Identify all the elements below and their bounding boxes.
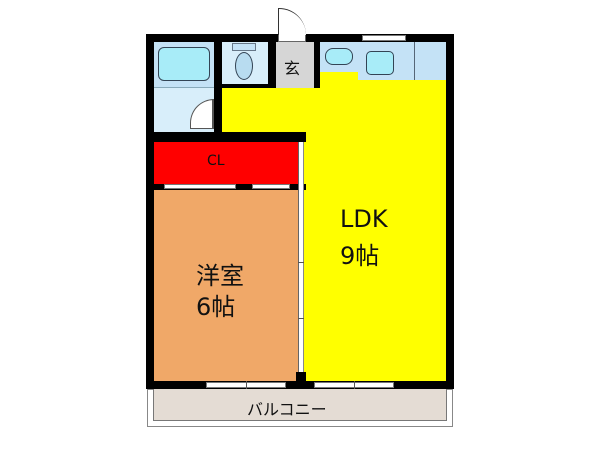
partition-divider (298, 318, 304, 319)
partition-sliding-door[interactable] (298, 142, 304, 372)
window-mullion (246, 381, 247, 389)
western-room (154, 190, 298, 381)
wall-entrance-right (314, 42, 320, 88)
western-room-label: 洋室 (196, 262, 244, 290)
balcony-label: バルコニー (247, 400, 327, 419)
wall-partition-bottom (296, 372, 306, 384)
closet-label: CL (207, 153, 225, 169)
toilet-bowl-icon (235, 52, 253, 80)
wall-wash-ldk (214, 96, 222, 136)
ldk-top-fill-2 (358, 80, 446, 88)
front-door-icon[interactable] (278, 8, 306, 35)
wall-toilet-bottom (214, 84, 276, 90)
kitchen-counter-lower (358, 72, 446, 80)
ldk-label: LDK (340, 205, 388, 233)
outer-wall-left (146, 34, 154, 389)
western-room-size: 6帖 (196, 293, 236, 321)
window-mullion (354, 381, 355, 389)
bathtub-icon (158, 47, 210, 81)
ldk-top-fill (320, 72, 358, 88)
outer-wall-bottom (146, 381, 454, 389)
wall-partition-top (298, 132, 306, 142)
wall-closet-top (146, 132, 306, 142)
outer-wall-right (446, 34, 454, 389)
stove-icon (325, 48, 353, 65)
closet-room (154, 142, 298, 184)
entrance-label: 玄 (284, 59, 301, 78)
counter-divider (414, 42, 415, 80)
entrance-room (276, 42, 314, 88)
front-door-opening (278, 34, 306, 42)
toilet-tank-icon (232, 43, 256, 51)
kitchen-window[interactable] (362, 35, 406, 41)
sink-icon (366, 51, 394, 75)
balcony (153, 389, 447, 421)
outer-wall-top (146, 34, 312, 42)
closet-door-right[interactable] (252, 184, 290, 189)
wall-toilet-right (268, 42, 276, 90)
closet-door-left[interactable] (164, 184, 236, 189)
ldk-size: 9帖 (340, 242, 380, 270)
partition-divider (298, 262, 304, 263)
